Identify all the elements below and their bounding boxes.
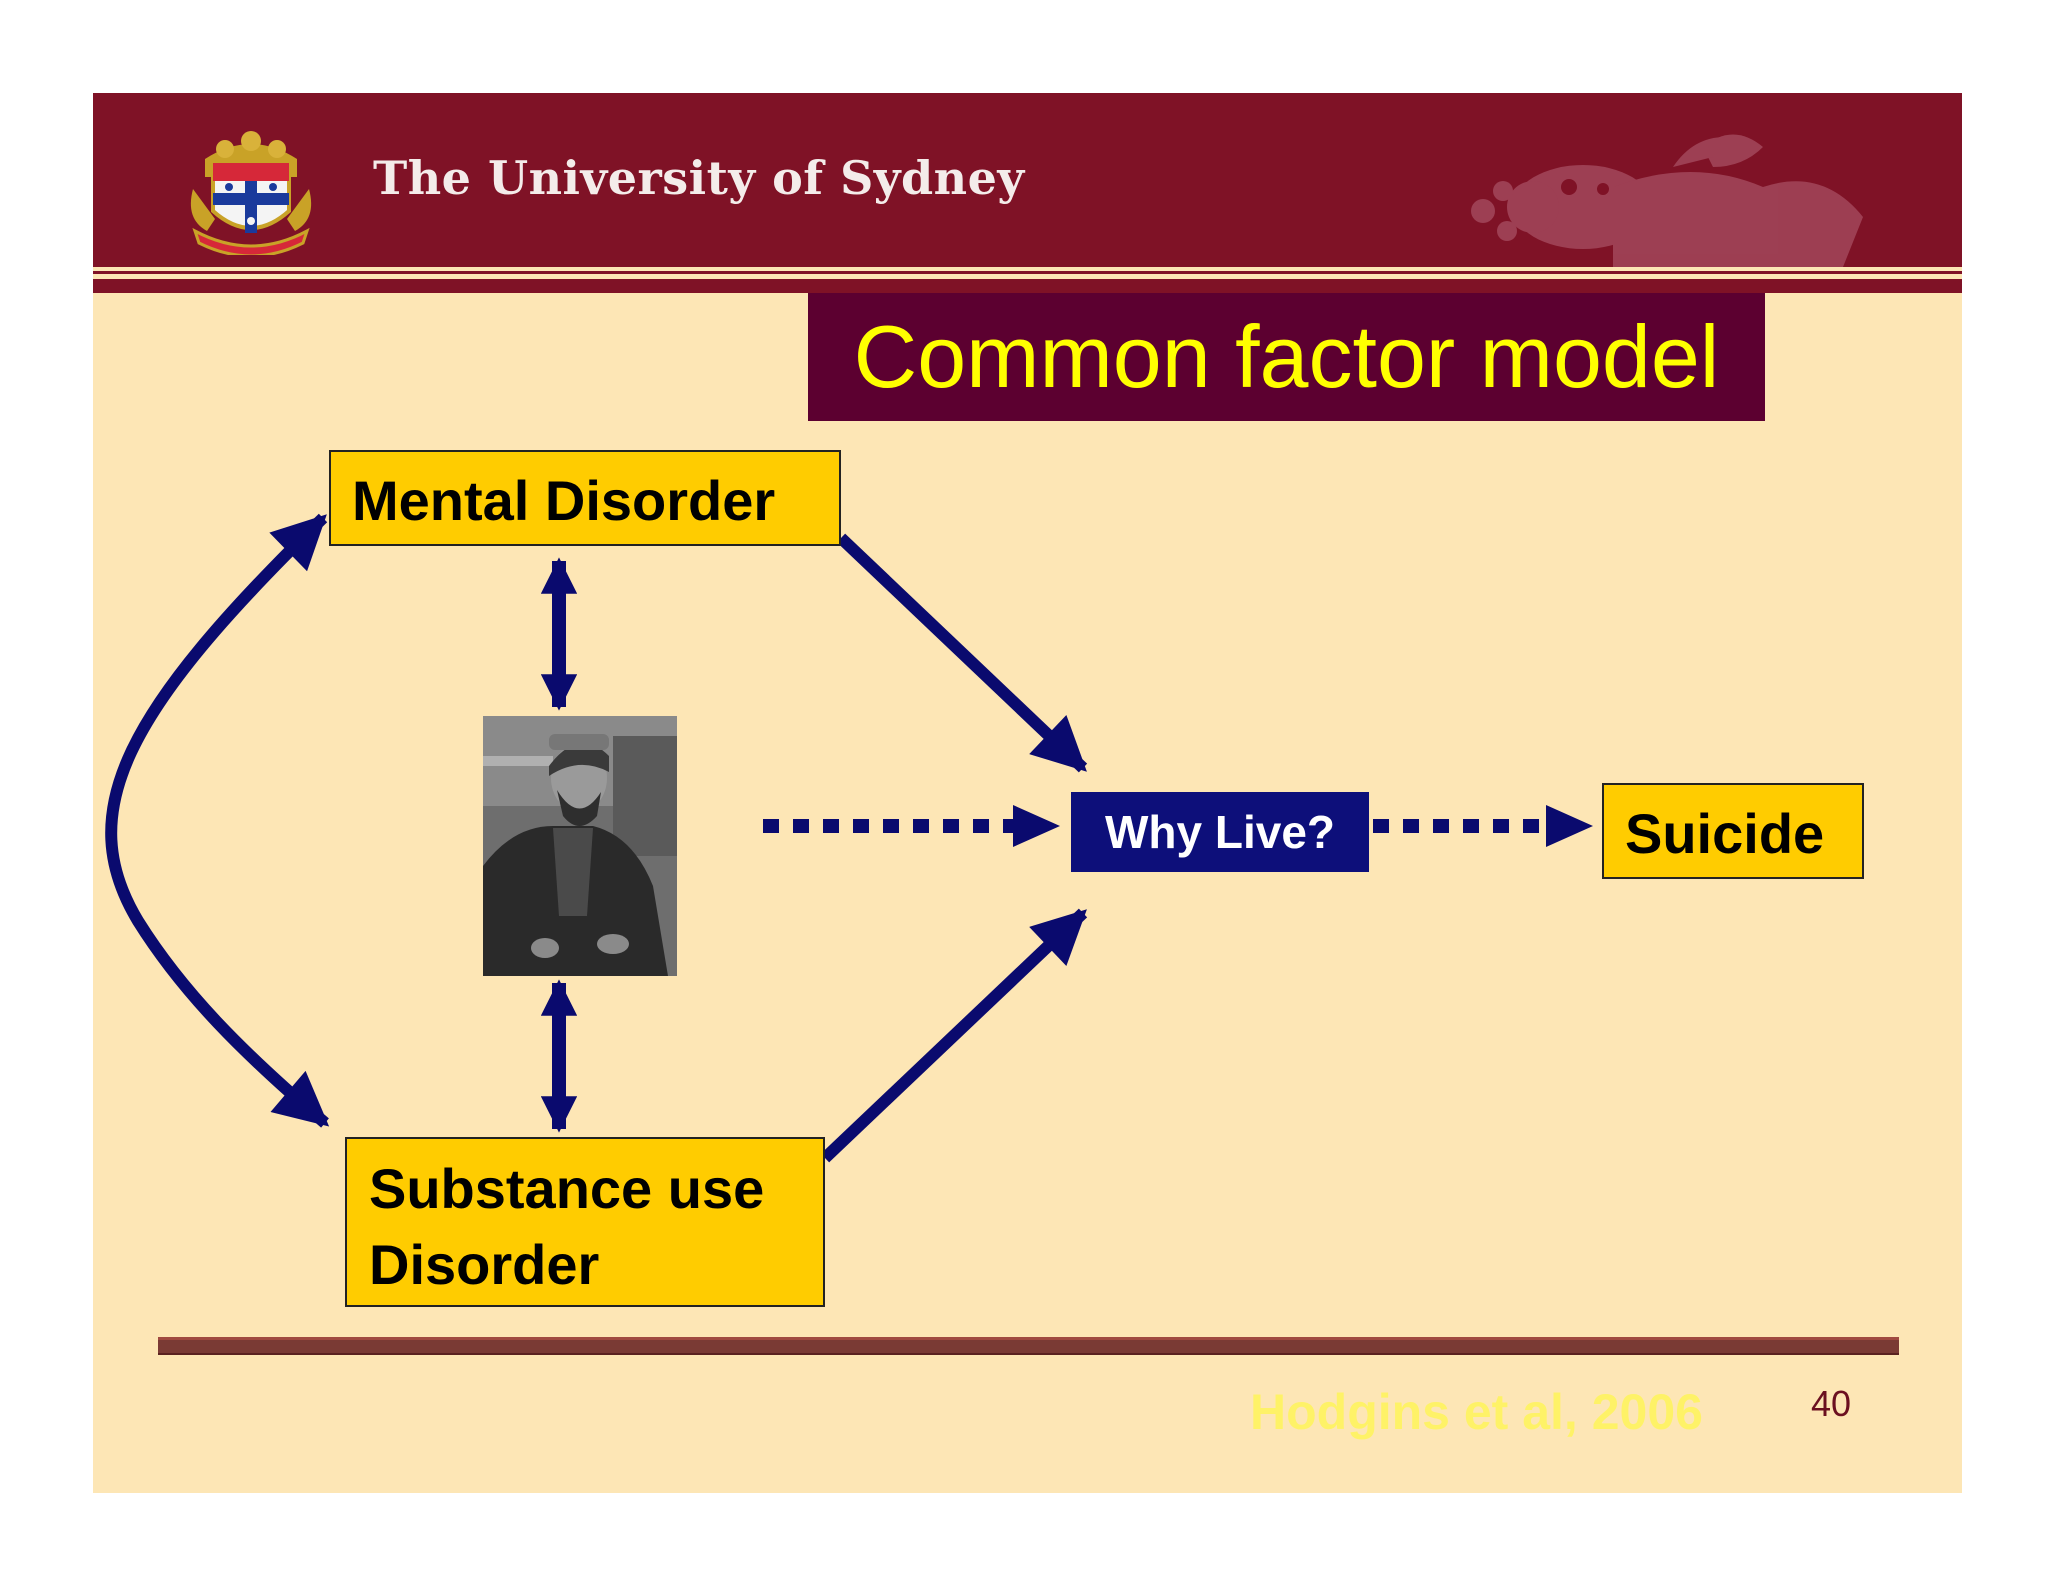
page-number: 40 xyxy=(1811,1383,1852,1424)
node-why-live: Why Live? xyxy=(1071,792,1369,872)
person-photo xyxy=(483,716,677,976)
slide-title: Common factor model xyxy=(853,307,1720,406)
header-divider xyxy=(93,271,1962,274)
node-suicide: Suicide xyxy=(1602,783,1864,879)
arrow-photo-whylive-head xyxy=(1013,805,1060,847)
lion-emblem-icon xyxy=(1471,134,1863,267)
slide: The University of Sydney Common factor m… xyxy=(93,93,1962,1493)
arrow-mental-substance xyxy=(105,513,330,1128)
node-substance-use-disorder: Substance use Disorder xyxy=(345,1137,825,1307)
header-divider xyxy=(93,279,1962,293)
arrow-whylive-suicide-head xyxy=(1546,805,1593,847)
university-crest-icon xyxy=(190,131,312,255)
citation: Hodgins et al, 2006 xyxy=(1250,1384,1703,1440)
footer-divider xyxy=(158,1337,1899,1355)
header-bar: The University of Sydney xyxy=(93,93,1962,267)
university-name: The University of Sydney xyxy=(373,151,1025,205)
arrow-mental-whylive xyxy=(836,533,1088,773)
diagram-arrows xyxy=(105,513,1593,1163)
person-photo-image xyxy=(483,716,677,976)
node-substance-line1: Substance use xyxy=(369,1157,765,1220)
arrow-substance-whylive xyxy=(820,908,1088,1163)
node-mental-disorder: Mental Disorder xyxy=(329,450,841,546)
title-banner: Common factor model xyxy=(808,293,1765,421)
node-substance-line2: Disorder xyxy=(369,1233,600,1296)
